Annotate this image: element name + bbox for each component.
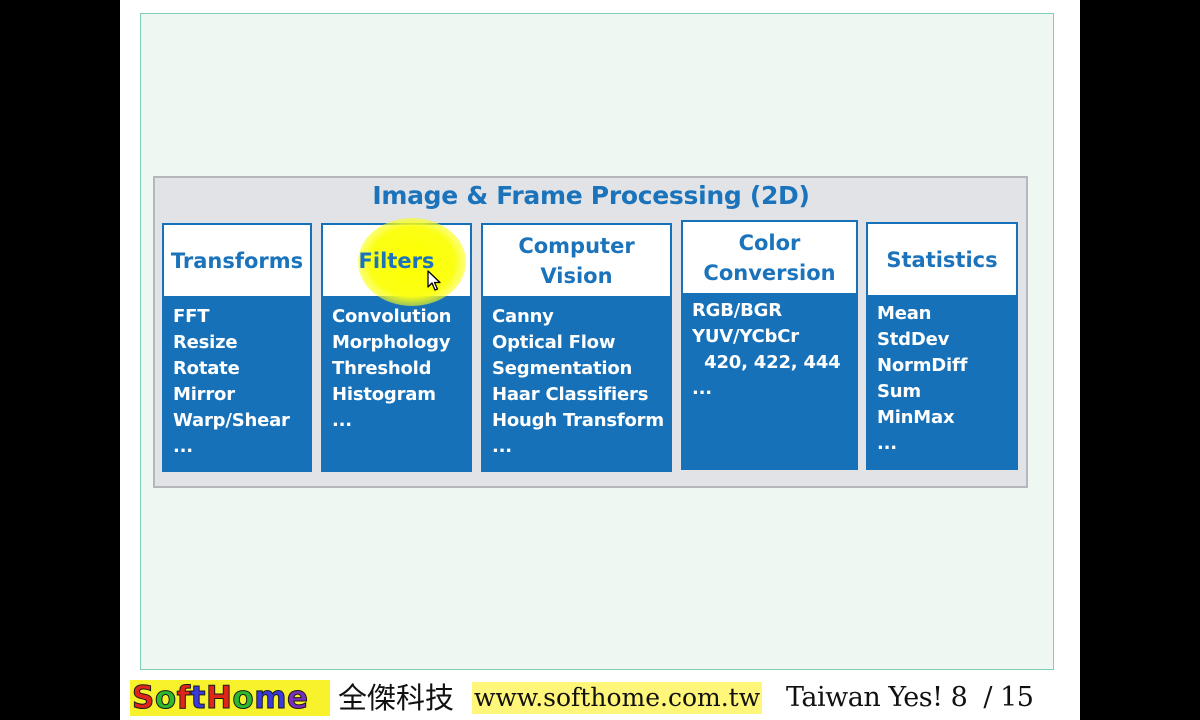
card-items: Canny Optical Flow Segmentation Haar Cla… (483, 298, 670, 470)
logo-letter: m (254, 680, 288, 717)
card-item: Convolution (332, 306, 452, 327)
card-item: Warp/Shear (173, 410, 290, 431)
logo-letter: t (190, 680, 206, 717)
card-item: Mirror (173, 384, 235, 405)
card-items: Convolution Morphology Threshold Histogr… (323, 298, 470, 470)
slogan-page-number: Taiwan Yes! 8 / 15 (786, 682, 1034, 713)
card-item: ... (877, 433, 897, 454)
filters-title-overlay: Filters (358, 248, 435, 273)
card-item: Hough Transform (492, 410, 664, 431)
logo-letter: H (205, 680, 233, 717)
mouse-pointer-icon (427, 270, 441, 296)
card-item: Canny (492, 306, 554, 327)
category-card-color-conversion: Color Conversion RGB/BGR YUV/YCbCr 420, … (681, 220, 858, 470)
card-item: MinMax (877, 407, 955, 428)
card-item: ... (173, 436, 193, 457)
card-item: ... (492, 436, 512, 457)
logo-letter: o (232, 680, 255, 717)
card-item: Resize (173, 332, 238, 353)
card-title: Statistics (868, 224, 1016, 295)
softhome-logo: SoftHome (130, 680, 330, 717)
card-items: FFT Resize Rotate Mirror Warp/Shear ... (164, 298, 310, 470)
card-title: Computer Vision (483, 225, 670, 296)
category-card-statistics: Statistics Mean StdDev NormDiff Sum MinM… (866, 222, 1018, 470)
card-item: ... (692, 378, 712, 399)
company-name: 全傑科技 (338, 681, 455, 715)
card-item: YUV/YCbCr (692, 326, 799, 347)
logo-letter: f (176, 680, 191, 717)
logo-letter: e (287, 680, 309, 717)
category-card-transforms: Transforms FFT Resize Rotate Mirror Warp… (162, 223, 312, 472)
card-item: RGB/BGR (692, 300, 782, 321)
card-item: Mean (877, 303, 932, 324)
card-item: Sum (877, 381, 921, 402)
card-item: Rotate (173, 358, 240, 379)
card-item: FFT (173, 306, 210, 327)
card-item: Threshold (332, 358, 432, 379)
category-card-computer-vision: Computer Vision Canny Optical Flow Segme… (481, 223, 672, 472)
card-title: Color Conversion (683, 222, 856, 293)
card-item: Segmentation (492, 358, 633, 379)
card-item: Morphology (332, 332, 451, 353)
logo-letter: o (154, 680, 177, 717)
website-url: www.softhome.com.tw (472, 682, 763, 714)
card-item: ... (332, 410, 352, 431)
card-item: Optical Flow (492, 332, 616, 353)
card-item: Haar Classifiers (492, 384, 649, 405)
card-items: Mean StdDev NormDiff Sum MinMax ... (868, 297, 1016, 468)
card-item: Histogram (332, 384, 436, 405)
card-items: RGB/BGR YUV/YCbCr 420, 422, 444 ... (683, 295, 856, 468)
card-item: NormDiff (877, 355, 968, 376)
logo-letter: S (132, 680, 155, 717)
card-item: StdDev (877, 329, 950, 350)
pointer-highlight (358, 218, 466, 306)
panel-title: Image & Frame Processing (2D) (372, 181, 810, 210)
card-item: 420, 422, 444 (692, 352, 841, 373)
card-title: Transforms (164, 225, 310, 296)
